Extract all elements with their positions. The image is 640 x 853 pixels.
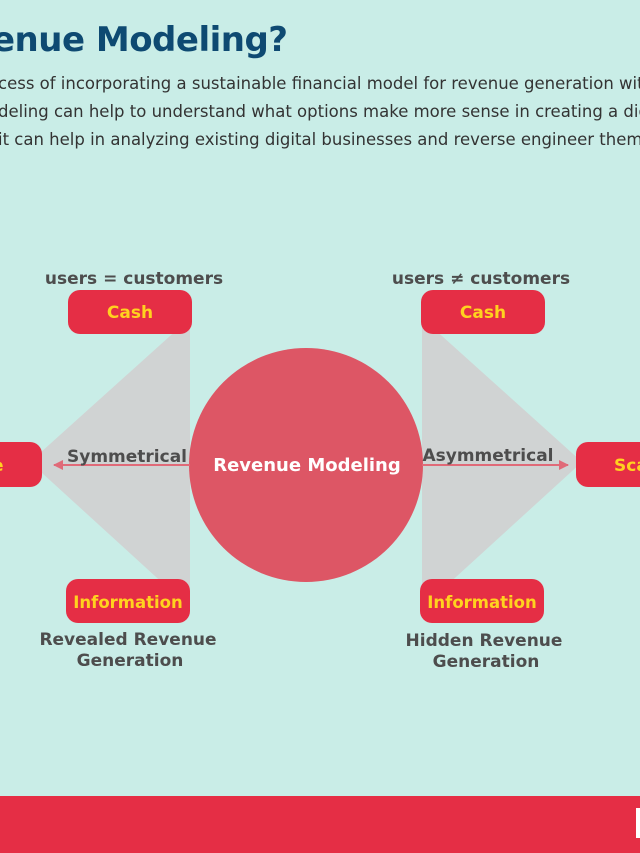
- right-caption-line: Hidden Revenue: [406, 631, 563, 651]
- footer-bar: [0, 796, 640, 853]
- left-caption-line: Revealed Revenue: [39, 630, 216, 650]
- intro-line: it can help in analyzing existing digita…: [0, 130, 640, 149]
- intro-line: deling can help to understand what optio…: [0, 102, 640, 121]
- center-label: Revenue Modeling: [213, 455, 401, 476]
- left-triangle: [30, 318, 190, 608]
- left-caption-line: Generation: [77, 651, 184, 671]
- right-information-label: Information: [427, 593, 537, 612]
- right-heading: users ≠ customers: [392, 269, 570, 289]
- right-cash-box: [421, 290, 545, 334]
- left-information-label: Information: [73, 593, 183, 612]
- left-side-box: [0, 442, 42, 487]
- right-caption-line: Generation: [433, 652, 540, 672]
- right-information-box: [420, 579, 544, 623]
- left-information-box: [66, 579, 190, 623]
- intro-line: cess of incorporating a sustainable fina…: [0, 74, 640, 93]
- left-cash-box: [68, 290, 192, 334]
- left-cash-label: Cash: [107, 303, 153, 323]
- right-triangle: [422, 318, 582, 608]
- right-side-box: [576, 442, 640, 487]
- revenue-modeling-circle: [189, 348, 423, 582]
- page-title: enue Modeling?: [0, 20, 288, 60]
- intro-paragraph: cess of incorporating a sustainable fina…: [0, 70, 640, 154]
- symmetrical-label: Symmetrical: [67, 447, 187, 467]
- right-cash-label: Cash: [460, 303, 506, 323]
- asymmetrical-label: Asymmetrical: [422, 446, 553, 466]
- left-side-label: e: [0, 456, 4, 476]
- left-heading: users = customers: [45, 269, 223, 289]
- footer-logo-fragment: [636, 808, 640, 838]
- right-side-label: Sca: [614, 456, 640, 476]
